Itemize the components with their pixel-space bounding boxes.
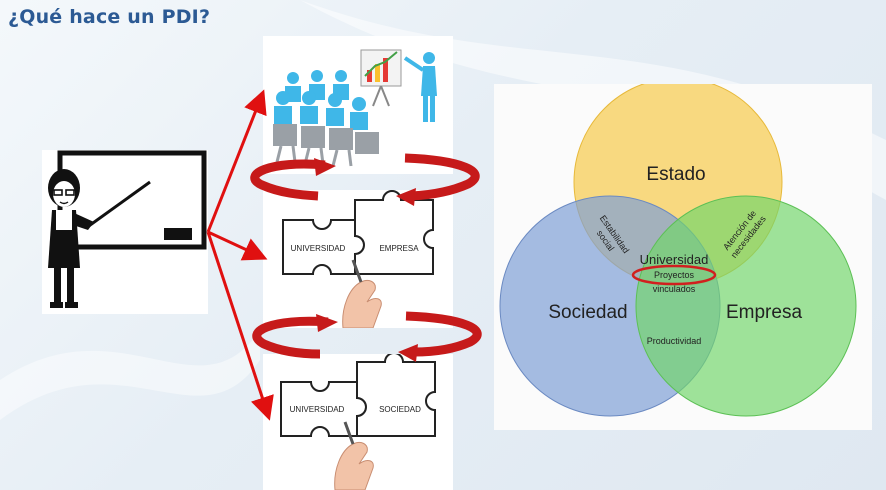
teacher-illustration [42, 150, 208, 314]
puzzle-universidad-sociedad: UNIVERSIDAD SOCIEDAD [263, 354, 453, 490]
highlight-ellipse [631, 264, 717, 286]
arrow-to-audience [206, 89, 267, 233]
arrow-to-puzzle-sociedad [206, 231, 274, 421]
circle-empresa [635, 195, 857, 417]
label-empresa: Empresa [726, 302, 802, 323]
label-estado: Estado [646, 164, 705, 185]
puzzle-bottom-right-label: SOCIEDAD [379, 405, 421, 414]
arrow-to-puzzle-empresa [207, 230, 268, 261]
venn-diagram: Estado Sociedad Empresa Estabilidad soci… [494, 84, 872, 430]
label-sociedad: Sociedad [548, 302, 627, 323]
label-proyectos: Proyectos [654, 270, 695, 280]
label-universidad: Universidad [640, 252, 709, 267]
cycle-arrows-top [250, 153, 480, 206]
cycle-arrows-bottom [252, 311, 482, 362]
label-productividad: Productividad [647, 336, 702, 346]
audience-presentation-image [263, 36, 453, 174]
puzzle-top-right-label: EMPRESA [379, 244, 419, 253]
page-title: ¿Qué hace un PDI? [8, 6, 211, 28]
puzzle-universidad-empresa: UNIVERSIDAD EMPRESA [263, 190, 453, 328]
puzzle-top-left-label: UNIVERSIDAD [291, 244, 346, 253]
puzzle-bottom-left-label: UNIVERSIDAD [290, 405, 345, 414]
label-vinculados: vinculados [653, 284, 696, 294]
